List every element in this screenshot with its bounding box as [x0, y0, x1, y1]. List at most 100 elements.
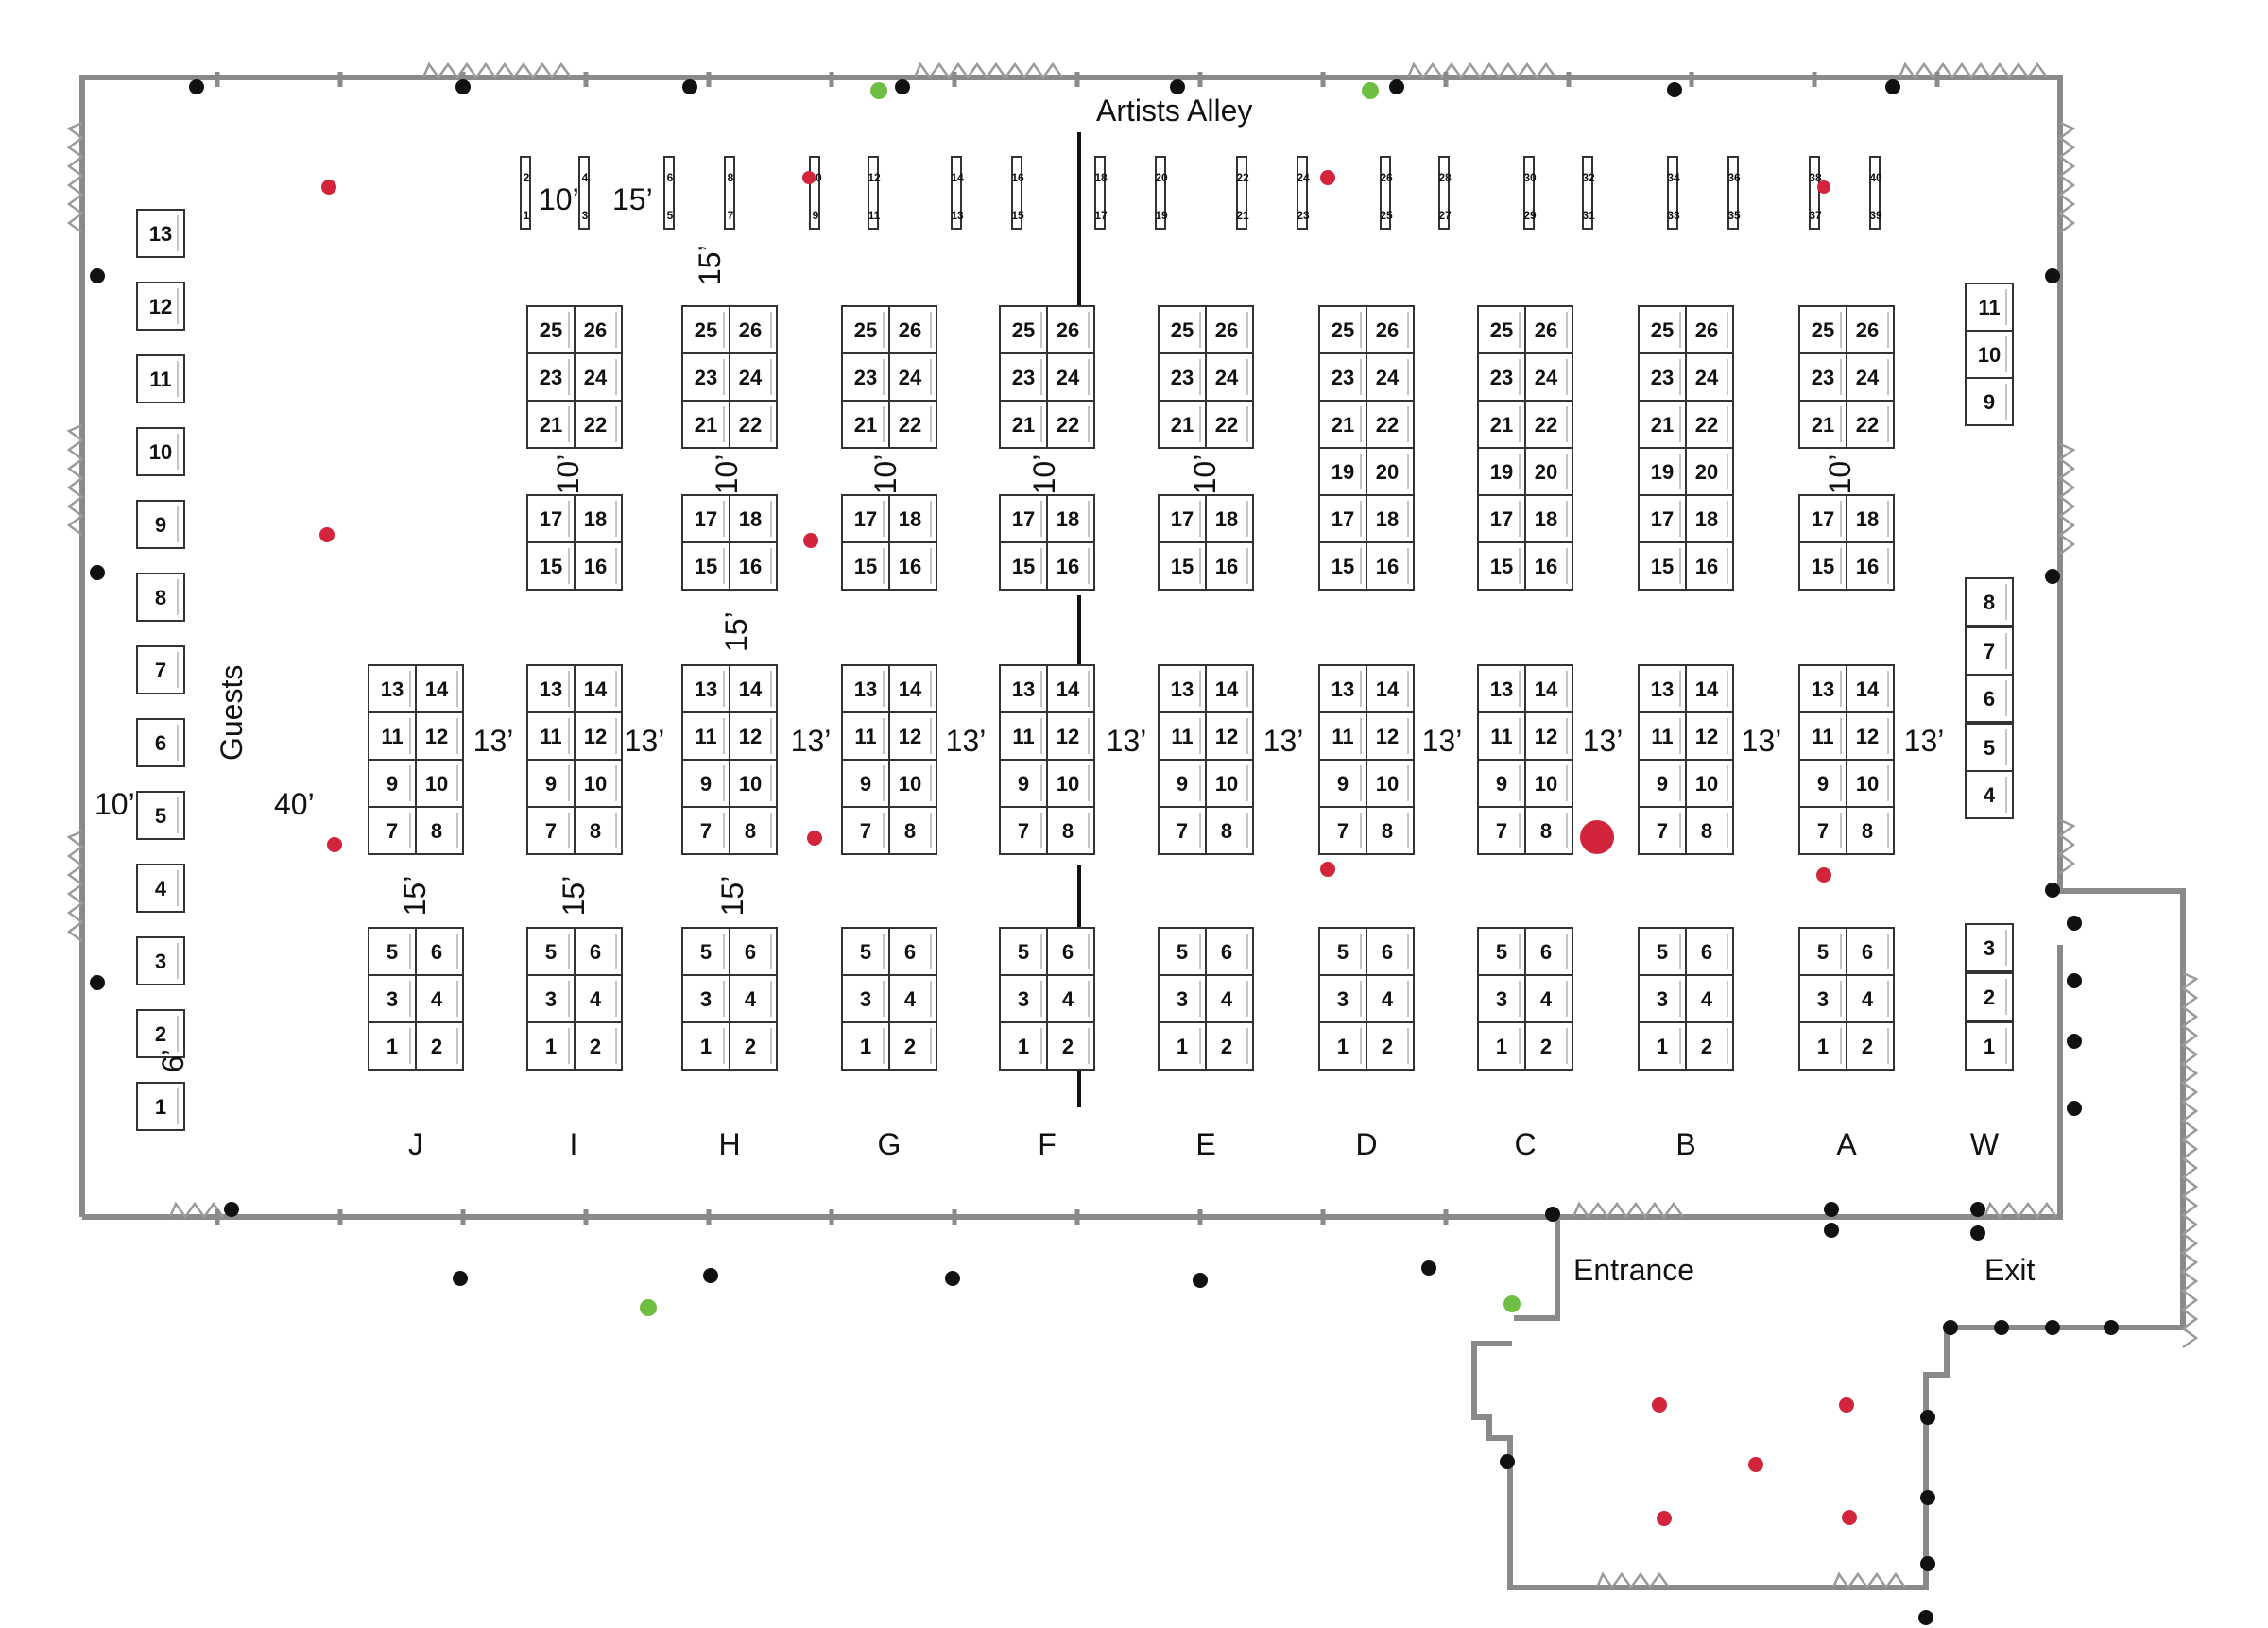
guest-table[interactable]: 4	[136, 864, 185, 913]
guest-table[interactable]: 12	[136, 282, 185, 331]
w-table[interactable]: 7	[1965, 626, 2014, 676]
artist-table[interactable]: 43	[578, 156, 590, 230]
guest-table[interactable]: 11	[136, 354, 185, 403]
guest-table[interactable]: 8	[136, 573, 185, 622]
w-table[interactable]: 5	[1965, 723, 2014, 772]
w-table[interactable]: 6	[1965, 674, 2014, 723]
w-table[interactable]: 3	[1965, 923, 2014, 972]
guest-table[interactable]: 6	[136, 718, 185, 767]
guest-table[interactable]: 7	[136, 645, 185, 694]
guest-table[interactable]: 13	[136, 209, 185, 258]
guest-table[interactable]: 3	[136, 936, 185, 985]
guest-table[interactable]: 2	[136, 1009, 185, 1058]
artist-table[interactable]: 21	[520, 156, 531, 230]
artist-table[interactable]: 109	[809, 156, 822, 230]
